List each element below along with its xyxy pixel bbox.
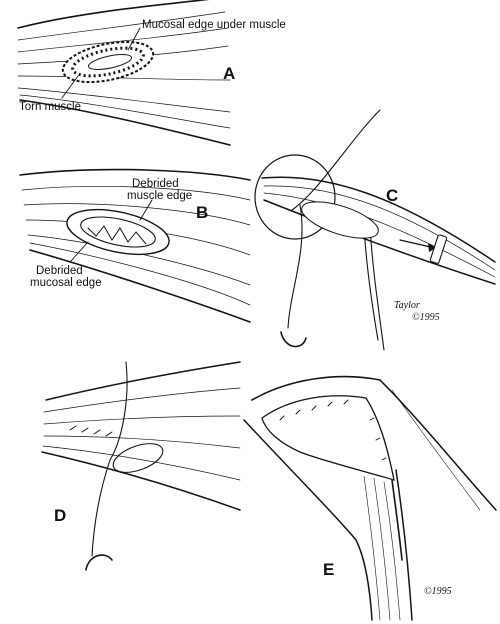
panel-letter-b: B xyxy=(196,203,209,222)
panel-e-repair-patch xyxy=(261,395,395,481)
panel-a-leader-torn xyxy=(61,75,79,99)
panel-b-leader-mucosal xyxy=(69,241,89,263)
copyright-c: ©1995 xyxy=(412,312,440,323)
panel-a-tear-defect xyxy=(61,40,155,84)
panel-a-drawing xyxy=(17,0,231,146)
panel-e-drawing xyxy=(243,375,497,621)
artist-signature-c: Taylor xyxy=(394,300,420,311)
label-mucosal-edge-under-muscle: Mucosal edge under muscle xyxy=(142,19,286,31)
label-debrided-mucosal-edge-line2: mucosal edge xyxy=(30,277,102,289)
panel-letter-a: A xyxy=(223,64,236,83)
panel-b-leader-muscle xyxy=(139,199,153,221)
panel-letter-e: E xyxy=(323,560,335,579)
panel-letter-d: D xyxy=(54,506,67,525)
panel-c-arrow-icon xyxy=(428,243,436,252)
panel-d-esophagus-tube xyxy=(41,361,241,511)
panel-d-drawing xyxy=(41,361,241,571)
panel-a-leader-mucosal xyxy=(127,27,141,51)
panel-b-debrided-defect xyxy=(66,208,170,256)
panel-e-outer-wall xyxy=(243,375,497,621)
panel-e-fibers xyxy=(363,389,481,621)
label-debrided-mucosal-edge-line1: Debrided xyxy=(36,265,83,277)
label-debrided-muscle-edge-line1: Debrided xyxy=(132,178,179,190)
panel-letter-c: C xyxy=(386,186,399,205)
label-debrided-muscle-edge-line2: muscle edge xyxy=(127,190,193,202)
copyright-e: ©1995 xyxy=(424,586,452,597)
panel-d-needle-icon xyxy=(85,554,113,571)
panel-c-drawing xyxy=(254,109,496,351)
panel-d-thread-upper xyxy=(109,361,128,461)
panel-b-drawing xyxy=(19,168,251,323)
panel-d-suture-line xyxy=(69,425,164,473)
panel-d-thread-lower xyxy=(91,459,111,557)
panel-c-defect xyxy=(301,201,379,239)
panel-c-needle-icon xyxy=(280,331,307,348)
panel-c-instrument xyxy=(399,234,448,264)
label-torn-muscle: Torn muscle xyxy=(19,101,81,113)
